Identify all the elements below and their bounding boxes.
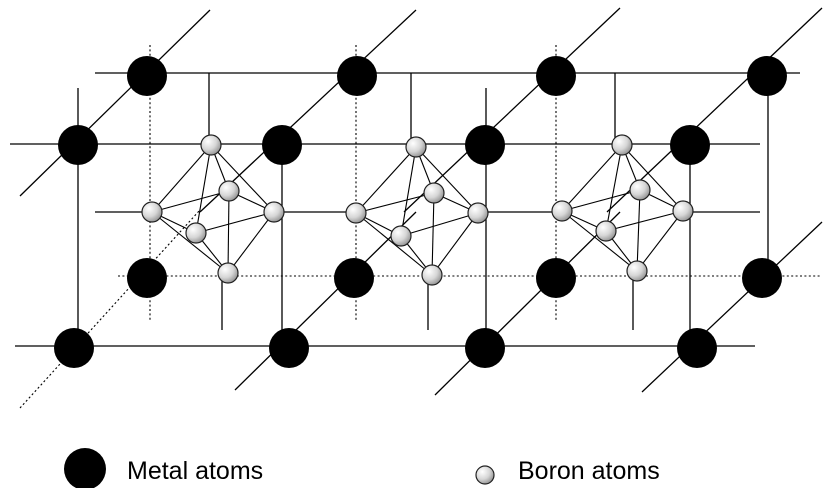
metal-atom bbox=[536, 258, 576, 298]
lattice-line bbox=[641, 221, 823, 393]
metal-atom bbox=[465, 125, 505, 165]
boron-atom bbox=[217, 262, 239, 284]
boron-atom bbox=[421, 264, 443, 286]
boron-atom bbox=[218, 180, 240, 202]
metal-atom bbox=[334, 258, 374, 298]
boron-atom bbox=[629, 179, 651, 201]
boron-atom bbox=[141, 201, 163, 223]
legend-metal-label: Metal atoms bbox=[127, 457, 263, 485]
metal-atoms bbox=[54, 56, 787, 368]
metal-atom bbox=[269, 328, 309, 368]
boron-atom bbox=[390, 225, 412, 247]
metal-atom bbox=[54, 328, 94, 368]
metal-atom bbox=[262, 125, 302, 165]
boron-octahedron bbox=[345, 136, 489, 286]
metal-atom bbox=[127, 258, 167, 298]
boron-atom bbox=[185, 222, 207, 244]
boron-atom bbox=[345, 202, 367, 224]
metal-atom bbox=[742, 258, 782, 298]
boron-octahedron bbox=[141, 134, 285, 284]
lattice-line bbox=[19, 9, 211, 197]
metal-atom bbox=[465, 328, 505, 368]
metal-atom bbox=[536, 56, 576, 96]
metal-atom bbox=[337, 56, 377, 96]
boron-atom bbox=[551, 200, 573, 222]
metal-atom bbox=[677, 328, 717, 368]
legend-boron-swatch bbox=[475, 465, 495, 485]
legend-boron-label: Boron atoms bbox=[518, 457, 660, 485]
hidden-lattice-lines bbox=[19, 45, 820, 409]
boron-atom bbox=[467, 202, 489, 224]
metal-atom bbox=[58, 125, 98, 165]
legend-metal-swatch bbox=[64, 448, 106, 488]
boron-atom bbox=[672, 200, 694, 222]
boron-atom bbox=[263, 201, 285, 223]
boron-atom bbox=[611, 134, 633, 156]
boron-atom bbox=[405, 136, 427, 158]
metal-atom bbox=[127, 56, 167, 96]
boron-atom bbox=[626, 260, 648, 282]
lattice-line bbox=[434, 211, 621, 396]
boron-atom bbox=[595, 220, 617, 242]
lattice-line bbox=[234, 211, 417, 391]
boron-atom bbox=[200, 134, 222, 156]
lattice-line bbox=[403, 7, 621, 213]
hidden-line-diagonal bbox=[19, 209, 201, 409]
boron-octahedron bbox=[551, 134, 694, 282]
boron-atom bbox=[423, 182, 445, 204]
lattice-line bbox=[606, 7, 823, 213]
metal-atom bbox=[747, 56, 787, 96]
metal-atom bbox=[670, 125, 710, 165]
lattice-line bbox=[199, 9, 417, 213]
legend: Metal atoms Boron atoms bbox=[64, 448, 660, 488]
